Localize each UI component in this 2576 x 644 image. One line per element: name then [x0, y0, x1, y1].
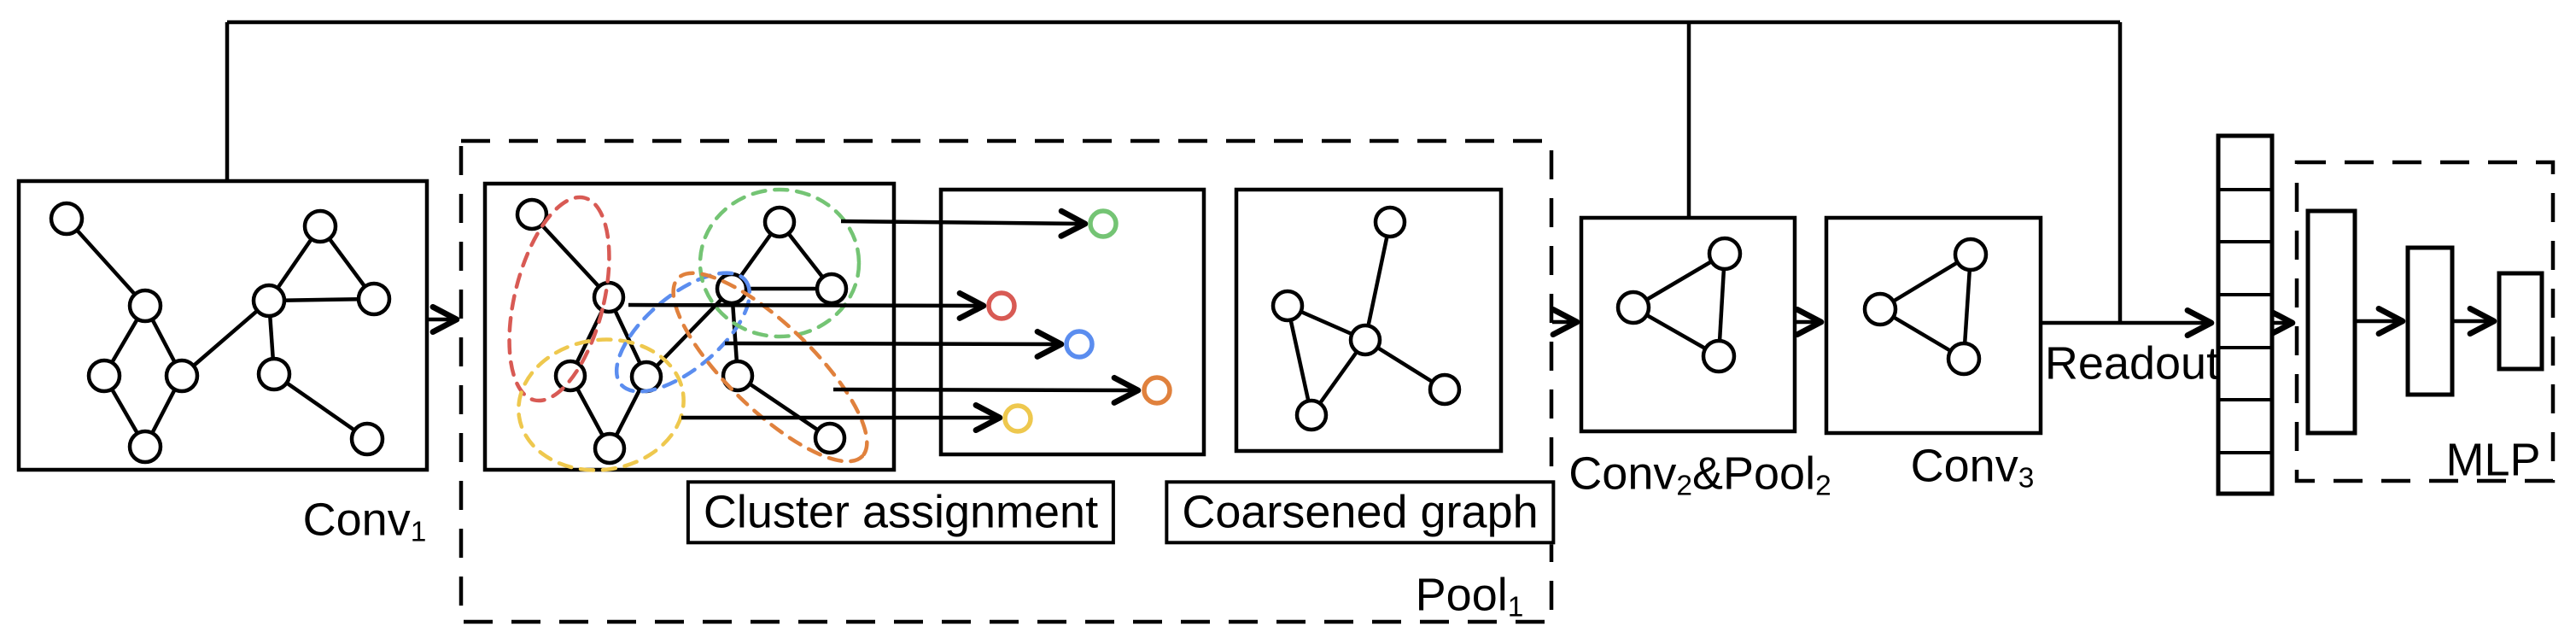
mlp-layer-2: [2405, 245, 2455, 397]
conv2pool2-graph-node: [1701, 338, 1737, 374]
orange-cluster-assign-arrow: [832, 374, 1142, 406]
cluster-graph-edge: [530, 213, 610, 299]
pool1-box: [459, 138, 1554, 624]
conv3-graph-edge: [1878, 253, 1972, 311]
coarsened-graph-edge: [1285, 305, 1314, 416]
conv1-graph-node: [302, 208, 338, 244]
cluster-graph-node: [813, 421, 847, 455]
mlp-layer-1: [2305, 208, 2357, 436]
blue-cluster-assign-arrow: [724, 328, 1065, 360]
pool1-label: Pool1: [1415, 569, 1524, 624]
orange-supernode: [1142, 375, 1172, 406]
coarsened-graph-node: [1348, 323, 1382, 357]
yellow-supernode: [1002, 403, 1033, 434]
conv1-graph-node: [356, 281, 392, 317]
conv1-graph-edge: [268, 296, 375, 303]
conv1-graph-edge: [65, 217, 147, 307]
conv1-graph-node: [49, 201, 85, 237]
conv2pool2-box: [1579, 215, 1797, 434]
conv1-graph-node: [86, 358, 122, 394]
coarsened-graph-node: [1428, 372, 1462, 407]
red-cluster-ellipse: [507, 195, 611, 403]
conv3-label: Conv3: [1910, 440, 2035, 495]
conv3-box: [1824, 215, 2043, 436]
coarsened-graph-edge: [1363, 221, 1393, 341]
conv2pool2-graph-node: [1707, 236, 1743, 272]
cluster-assignment-label: Cluster assignment: [686, 480, 1116, 545]
coarsened-graph-box: [1234, 187, 1504, 454]
conv1-graph-node: [349, 421, 385, 457]
conv1-graph-node: [164, 358, 200, 394]
conv3-graph-node: [1953, 237, 1989, 272]
readout-label: Readout: [2044, 337, 2220, 389]
conv2pool2-graph-node: [1615, 290, 1651, 325]
conv1-graph-edge: [272, 372, 369, 441]
green-cluster-assign-arrow: [840, 208, 1089, 239]
conv3-graph-edge: [1961, 254, 1973, 360]
conv1-graph-node: [256, 356, 292, 392]
coarsened-graph-node: [1270, 289, 1305, 323]
conv3-graph-node: [1862, 291, 1898, 327]
readout-vector: [2216, 133, 2275, 496]
mlp-layer-3: [2497, 271, 2544, 372]
coarsened-graph-label: Coarsened graph: [1165, 480, 1556, 545]
mlp-label: MLP: [2445, 434, 2541, 486]
red-supernode: [986, 290, 1017, 321]
cluster-graph-node: [592, 280, 626, 314]
yellow-cluster-ellipse: [517, 337, 686, 472]
coarsened-graph-node: [1373, 205, 1407, 239]
conv3-graph-node: [1946, 341, 1982, 377]
cluster-graph-node: [629, 360, 663, 394]
orange-cluster-ellipse: [671, 271, 869, 464]
cluster-graph-node: [515, 197, 549, 231]
conv1-graph-edge: [180, 299, 271, 378]
conv1-box: [16, 179, 429, 472]
blue-supernode: [1064, 329, 1095, 360]
red-cluster-assign-arrow: [628, 290, 987, 321]
conv1-label: Conv1: [302, 494, 427, 548]
cluster-graph-node: [815, 272, 849, 306]
cluster-graph-node: [593, 431, 627, 465]
conv1-graph-node: [251, 283, 287, 319]
conv1-graph-node: [127, 288, 163, 324]
cluster-graph-node: [553, 359, 587, 393]
conv2pool2-label: Conv2&Pool2: [1568, 448, 1831, 502]
assignment-target-box: [938, 187, 1206, 457]
cluster-graph-box: [482, 181, 897, 472]
green-supernode: [1088, 208, 1119, 239]
coarsened-graph-node: [1294, 398, 1329, 432]
conv1-graph-node: [127, 429, 163, 465]
green-cluster-ellipse: [698, 187, 862, 339]
conv2pool2-graph-edge: [1632, 252, 1726, 309]
cluster-graph-edge: [736, 374, 832, 440]
cluster-graph-node: [721, 359, 755, 393]
cluster-graph-node: [762, 205, 797, 239]
